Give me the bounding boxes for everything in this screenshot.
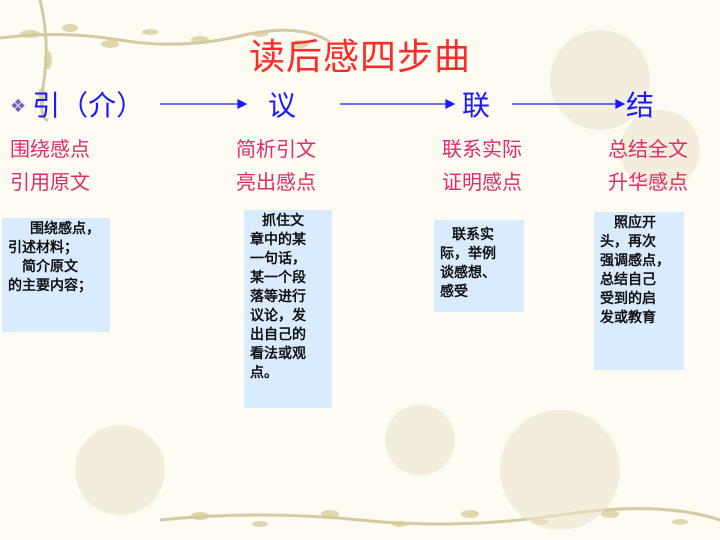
- box-line: 发或教育: [600, 310, 656, 326]
- step-label: 引（介）: [32, 89, 145, 122]
- step-sub-text: 证明感点: [442, 170, 522, 194]
- box-line: 受到的启: [600, 291, 656, 307]
- box-line: 总结自己: [600, 272, 656, 288]
- step-sub-text: 升华感点: [608, 170, 688, 194]
- box-line: 出自己的: [250, 327, 306, 343]
- intro-explanation-box: 围绕感点， 引述材料； 简介原文 的主要内容；: [2, 218, 110, 332]
- step-sub-text: 联系实际: [442, 137, 522, 161]
- box-line: 简介原文: [22, 259, 78, 275]
- step-label: 议: [268, 89, 297, 122]
- box-line: 某一个段: [250, 270, 306, 286]
- box-line: 联系实: [452, 227, 494, 243]
- step-sub-text: 围绕感点: [10, 137, 90, 161]
- step-sub-text: 总结全文: [608, 137, 688, 161]
- box-line: 际，举例: [440, 246, 496, 262]
- step-label: 联: [462, 89, 491, 122]
- box-line: 看法或观: [250, 346, 306, 362]
- step-discuss: 议: [268, 88, 296, 124]
- step-label: 结: [626, 89, 655, 122]
- diamond-bullet-icon: ❖: [10, 96, 27, 117]
- step-sub-text: 亮出感点: [236, 170, 316, 194]
- box-line: 围绕感点，: [30, 221, 100, 237]
- page-title: 读后感四步曲: [248, 37, 471, 78]
- step-connect: 联: [462, 88, 490, 124]
- box-line: 谈感想、: [440, 265, 496, 281]
- box-line: 一句话，: [250, 251, 306, 267]
- box-line: 章中的某: [250, 232, 306, 248]
- step-sub-text: 简析引文: [236, 137, 316, 161]
- step-conclude: 结: [626, 88, 654, 124]
- discuss-explanation-box: 抓住文 章中的某 一句话， 某一个段 落等进行 议论，发 出自己的 看法或观 点…: [244, 210, 332, 408]
- connect-explanation-box: 联系实 际，举例 谈感想、 感受: [434, 220, 524, 312]
- box-line: 点。: [250, 365, 278, 381]
- box-line: 感受: [440, 284, 468, 300]
- step-sub-text: 引用原文: [10, 170, 90, 194]
- box-line: 照应开: [614, 215, 656, 231]
- box-line: 议论，发: [250, 308, 306, 324]
- box-line: 引述材料；: [8, 240, 78, 256]
- box-line: 头，再次: [600, 234, 656, 250]
- conclude-explanation-box: 照应开 头，再次 强调感点， 总结自己 受到的启 发或教育: [594, 212, 684, 370]
- box-line: 落等进行: [250, 289, 306, 305]
- step-intro: ❖引（介）: [10, 88, 144, 125]
- box-line: 抓住文: [262, 213, 304, 229]
- box-line: 的主要内容；: [8, 278, 92, 294]
- box-line: 强调感点，: [600, 253, 670, 269]
